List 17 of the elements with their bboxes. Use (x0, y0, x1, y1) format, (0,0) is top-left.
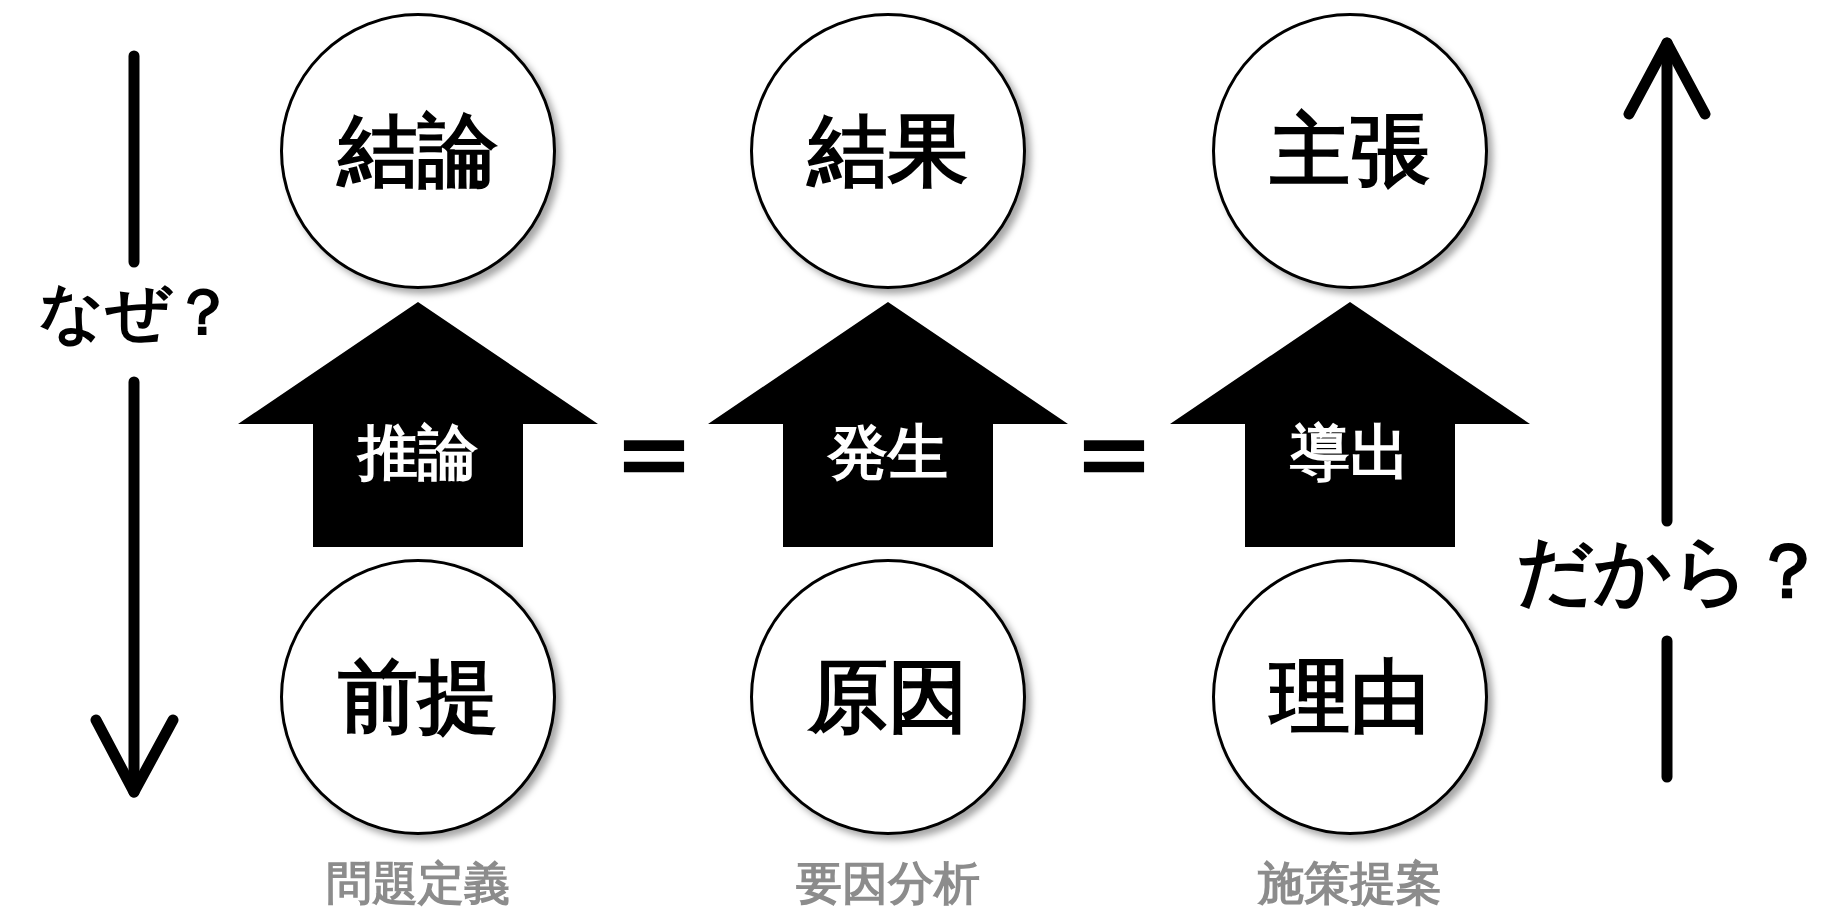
column-caption: 要因分析 (796, 860, 980, 906)
block-arrow (708, 302, 1068, 547)
node-label: 原因 (808, 657, 968, 737)
block-arrow (238, 302, 598, 547)
text-label: だから？ (1516, 533, 1826, 609)
text-label: ＝ (599, 395, 709, 505)
node-label: 結果 (808, 111, 968, 191)
node-label: 結論 (338, 111, 498, 191)
node-label: 理由 (1270, 657, 1430, 737)
node-label: 前提 (338, 657, 498, 737)
edge-label: 導出 (1290, 422, 1410, 482)
edge-label: 発生 (828, 422, 948, 482)
text-label: ＝ (1059, 395, 1169, 505)
column-caption: 問題定義 (326, 860, 510, 906)
edge-label: 推論 (358, 422, 478, 482)
block-arrow (1170, 302, 1530, 547)
column-caption: 施策提案 (1258, 860, 1442, 906)
